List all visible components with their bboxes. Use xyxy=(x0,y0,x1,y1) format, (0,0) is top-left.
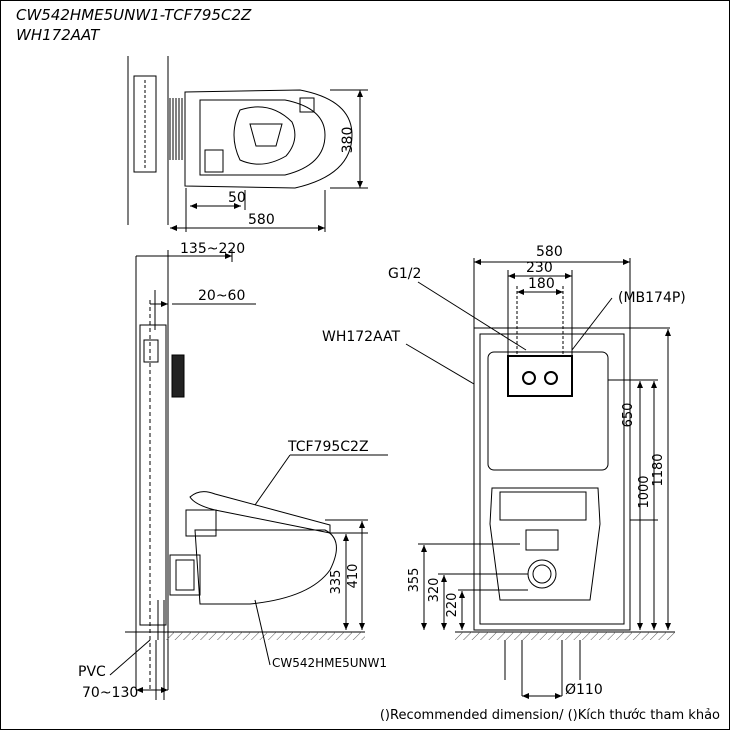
label-frame: WH172AAT xyxy=(322,329,401,345)
front-frame xyxy=(473,327,631,631)
top-bowl-opening xyxy=(233,106,296,165)
top-bowl-outline xyxy=(184,89,353,189)
top-frame-block xyxy=(133,75,157,173)
footer-note: ()Recommended dimension/ ()Kích thước th… xyxy=(379,708,720,723)
dim-355-text: 355 xyxy=(407,568,422,593)
dim-180-text: 180 xyxy=(528,276,555,292)
leader-mb174p xyxy=(571,297,613,351)
top-seat-outline xyxy=(199,99,326,176)
side-bowl xyxy=(194,529,337,605)
leader-pvc xyxy=(109,639,151,676)
leader-seat xyxy=(254,454,291,506)
dim-1180-text: 1180 xyxy=(651,453,666,486)
dim-580-top-text: 580 xyxy=(248,212,275,228)
front-flush-panel xyxy=(507,355,573,397)
leader-bowl xyxy=(254,599,271,666)
label-seat: TCF795C2Z xyxy=(287,439,369,455)
dim-135-220-text: 135~220 xyxy=(180,241,245,257)
side-view xyxy=(109,250,388,700)
label-pvc: PVC xyxy=(78,664,106,680)
flush-button-small xyxy=(522,371,536,385)
dim-50-text: 50 xyxy=(228,190,246,206)
side-seat xyxy=(189,491,331,534)
top-drain-shape xyxy=(249,123,283,147)
front-drain-pipe xyxy=(527,559,557,589)
dim-380-text: 380 xyxy=(340,127,356,154)
label-mb174p: (MB174P) xyxy=(618,290,686,306)
leader-wh172aat xyxy=(405,343,475,385)
dim-20-60-text: 20~60 xyxy=(198,288,245,304)
side-flush-button xyxy=(171,354,185,398)
dim-410-text: 410 xyxy=(346,564,361,589)
front-view xyxy=(405,258,675,699)
model-title: CW542HME5UNW1-TCF795C2Z xyxy=(16,6,252,24)
dim-drain-text: Ø110 xyxy=(565,682,603,698)
dim-650-text: 650 xyxy=(621,403,636,428)
label-g12: G1/2 xyxy=(388,266,421,282)
leader-g12 xyxy=(417,281,527,351)
front-bowl xyxy=(489,487,601,601)
side-frame xyxy=(139,324,167,626)
dim-220-text: 220 xyxy=(445,593,460,618)
dim-320-text: 320 xyxy=(427,578,442,603)
label-bowl: CW542HME5UNW1 xyxy=(272,656,387,670)
top-grille xyxy=(169,98,183,160)
front-tank xyxy=(487,351,609,471)
flush-button-large xyxy=(544,371,558,385)
dim-1000-text: 1000 xyxy=(637,475,652,508)
top-view xyxy=(127,56,368,232)
dim-580-front-text: 580 xyxy=(536,244,563,260)
dim-335-text: 335 xyxy=(329,570,344,595)
frame-title: WH172AAT xyxy=(16,26,100,44)
dim-pvc-text: 70~130 xyxy=(82,685,138,701)
dim-230-text: 230 xyxy=(526,260,553,276)
